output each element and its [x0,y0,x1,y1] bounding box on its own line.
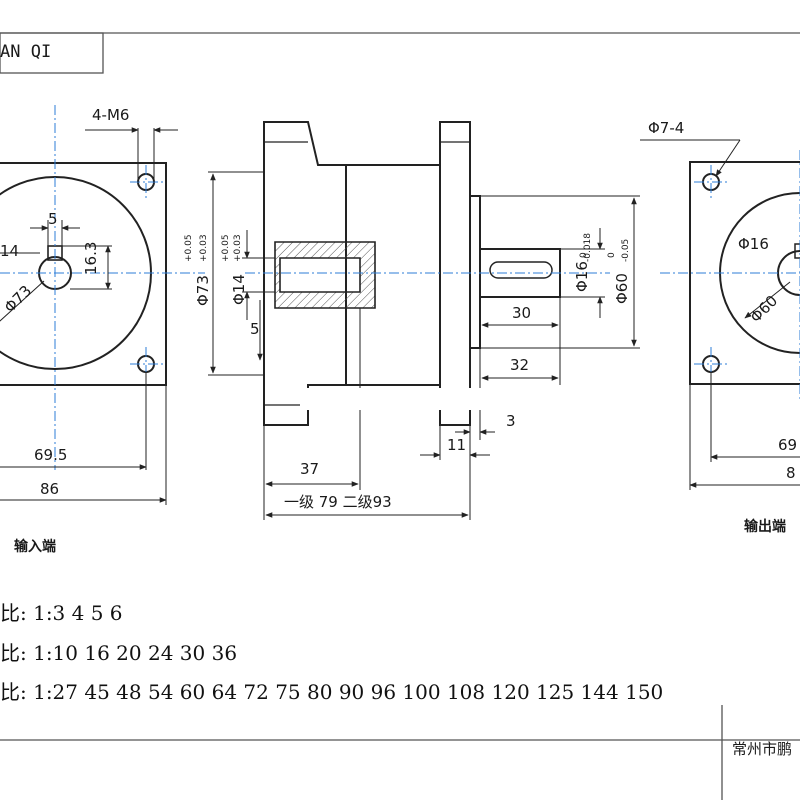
side-shaft-len: 30 [512,304,532,322]
side-shaft-total: 32 [510,356,530,374]
output-centerlines [660,150,800,400]
input-centerlines [0,105,205,470]
side-spigot-dia: Φ60 [613,273,631,304]
ratio-row-3: 速比: 1:27 45 48 54 60 64 72 75 80 90 96 1… [0,680,664,704]
input-caption: 输入端 [14,539,56,555]
side-pilot-tol-lower: +0.03 [199,234,209,262]
output-spigot [469,195,481,349]
input-view [0,105,205,505]
side-shaft-dia: Φ16 [573,261,591,292]
side-bore-tol-lower: +0.03 [233,234,243,262]
output-key [794,243,800,259]
side-pilot-tol-upper: +0.05 [184,234,194,262]
image-gap [300,388,496,410]
side-shoulder: 3 [506,412,516,430]
ratio-row-1: 速比: 1:3 4 5 6 [0,601,123,625]
title-text: AN QI [0,42,52,62]
input-hole-label: 4-M6 [92,106,130,124]
input-flange-width: 86 [40,480,60,498]
side-length-stage: 一级 79 二级93 [284,493,392,511]
side-bore-tol-upper: +0.05 [221,234,231,262]
output-caption: 输出端 [744,519,786,535]
side-shaft-tol-lower: -0.018 [583,232,593,262]
output-flange-face [689,161,800,385]
input-key-height: 16.3 [82,241,100,275]
output-shaft-dia: Φ16 [738,235,769,253]
side-bore-dia: Φ14 [230,274,248,305]
input-keyway-width: 5 [48,210,58,228]
side-flange-thk: 11 [447,436,467,454]
input-flange [0,162,167,386]
side-spigot-tol-upper: 0 [607,252,617,258]
side-dim-37: 37 [300,460,320,478]
input-bore-section [274,241,376,309]
side-key-width: 5 [250,320,260,338]
side-pilot-dia: Φ73 [194,275,212,306]
ratio-row-2: 速比: 1:10 16 20 24 30 36 [0,641,238,665]
output-dim-69: 69 [778,436,798,454]
output-view [640,139,800,490]
side-spigot-tol-lower: -0.05 [621,238,631,262]
output-hole-label: Φ7-4 [648,119,685,137]
output-dim-8: 8 [786,464,796,482]
footer-company: 常州市鹏 [732,740,793,758]
input-hole-spacing: 69.5 [34,446,68,464]
input-bore-dia: 14 [0,242,20,260]
output-keyway [489,261,553,279]
frame-lines [0,32,800,800]
side-view [208,121,640,520]
